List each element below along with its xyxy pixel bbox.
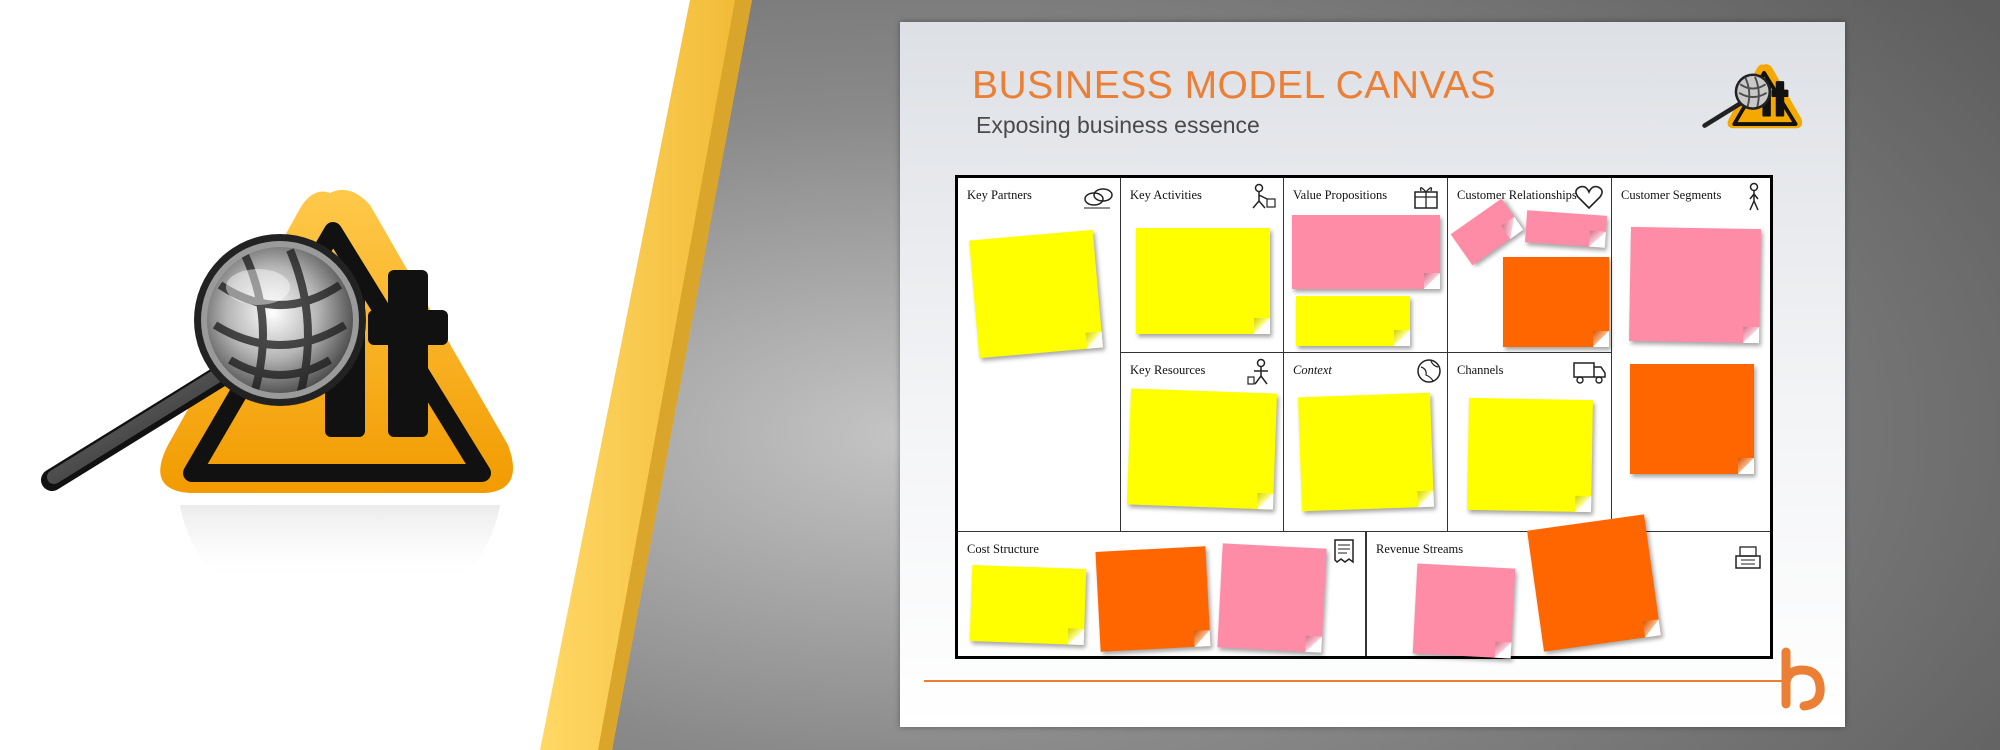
sticky-note-yellow[interactable] bbox=[969, 229, 1103, 359]
sticky-note-yellow[interactable] bbox=[1298, 392, 1434, 512]
sticky-note-yellow[interactable] bbox=[1136, 228, 1270, 334]
gold-diagonal-stripe bbox=[540, 0, 752, 750]
sticky-note-yellow[interactable] bbox=[1296, 296, 1410, 346]
context-label: Context bbox=[1293, 363, 1332, 377]
chain-link-icon bbox=[1084, 188, 1113, 209]
sticky-note-orange[interactable] bbox=[1095, 546, 1211, 652]
sticky-note-orange[interactable] bbox=[1630, 364, 1754, 474]
cell-cost-structure: Cost Structure bbox=[958, 532, 1366, 656]
customer-segments-label: Customer Segments bbox=[1621, 188, 1722, 202]
heart-icon bbox=[1575, 185, 1603, 210]
sticky-note-orange[interactable] bbox=[1527, 514, 1661, 652]
business-model-canvas: Key Partners Key Activities Key Resource… bbox=[955, 175, 1773, 659]
h-logo-icon bbox=[1781, 647, 1825, 711]
footer-divider bbox=[924, 680, 1790, 682]
person-standing-icon bbox=[1749, 182, 1759, 211]
cell-customer-segments: Customer Segments bbox=[1612, 178, 1770, 532]
sticky-note-pink[interactable] bbox=[1524, 210, 1608, 248]
person-working-icon bbox=[1252, 183, 1276, 209]
sticky-note-pink[interactable] bbox=[1412, 563, 1516, 659]
cell-customer-relationships: Customer Relationships bbox=[1448, 178, 1612, 353]
globe-icon bbox=[1417, 359, 1441, 383]
slide-title: BUSINESS MODEL CANVAS bbox=[972, 64, 1497, 107]
cell-revenue-streams: Revenue Streams bbox=[1366, 514, 1770, 659]
receipt-icon bbox=[1334, 539, 1354, 564]
sticky-note-orange[interactable] bbox=[1503, 257, 1609, 347]
cell-key-resources: Key Resources bbox=[1121, 353, 1284, 532]
customer-relationships-label: Customer Relationships bbox=[1457, 188, 1577, 202]
gold-stripe-shade bbox=[598, 0, 752, 750]
delivery-truck-icon bbox=[1573, 362, 1606, 384]
worker-icon bbox=[1247, 358, 1268, 385]
key-resources-label: Key Resources bbox=[1130, 363, 1206, 377]
cell-context: Context bbox=[1284, 353, 1448, 532]
slide: BUSINESS MODEL CANVAS Exposing business … bbox=[900, 22, 1845, 727]
magnifier-it-logo-icon bbox=[41, 189, 514, 585]
key-activities-label: Key Activities bbox=[1130, 188, 1202, 202]
sticky-note-pink[interactable] bbox=[1450, 198, 1524, 266]
magnifier-it-logo-icon bbox=[1702, 64, 1803, 129]
sticky-note-pink[interactable] bbox=[1292, 215, 1440, 289]
sticky-note-yellow[interactable] bbox=[969, 565, 1087, 645]
cell-channels: Channels bbox=[1448, 353, 1612, 532]
sticky-note-yellow[interactable] bbox=[1467, 397, 1593, 513]
key-partners-label: Key Partners bbox=[967, 188, 1032, 202]
slide-subtitle: Exposing business essence bbox=[976, 112, 1260, 138]
cost-structure-label: Cost Structure bbox=[967, 542, 1039, 556]
cell-value-propositions: Value Propositions bbox=[1284, 178, 1448, 353]
cell-key-partners: Key Partners bbox=[958, 178, 1121, 532]
channels-label: Channels bbox=[1457, 363, 1504, 377]
sticky-note-yellow[interactable] bbox=[1127, 388, 1277, 510]
gift-box-icon bbox=[1414, 187, 1438, 209]
cell-key-activities: Key Activities bbox=[1121, 178, 1284, 353]
sticky-note-pink[interactable] bbox=[1629, 226, 1761, 344]
sticky-note-pink[interactable] bbox=[1217, 543, 1327, 653]
cash-register-icon bbox=[1735, 546, 1761, 569]
revenue-streams-label: Revenue Streams bbox=[1376, 542, 1464, 556]
value-propositions-label: Value Propositions bbox=[1293, 188, 1388, 202]
